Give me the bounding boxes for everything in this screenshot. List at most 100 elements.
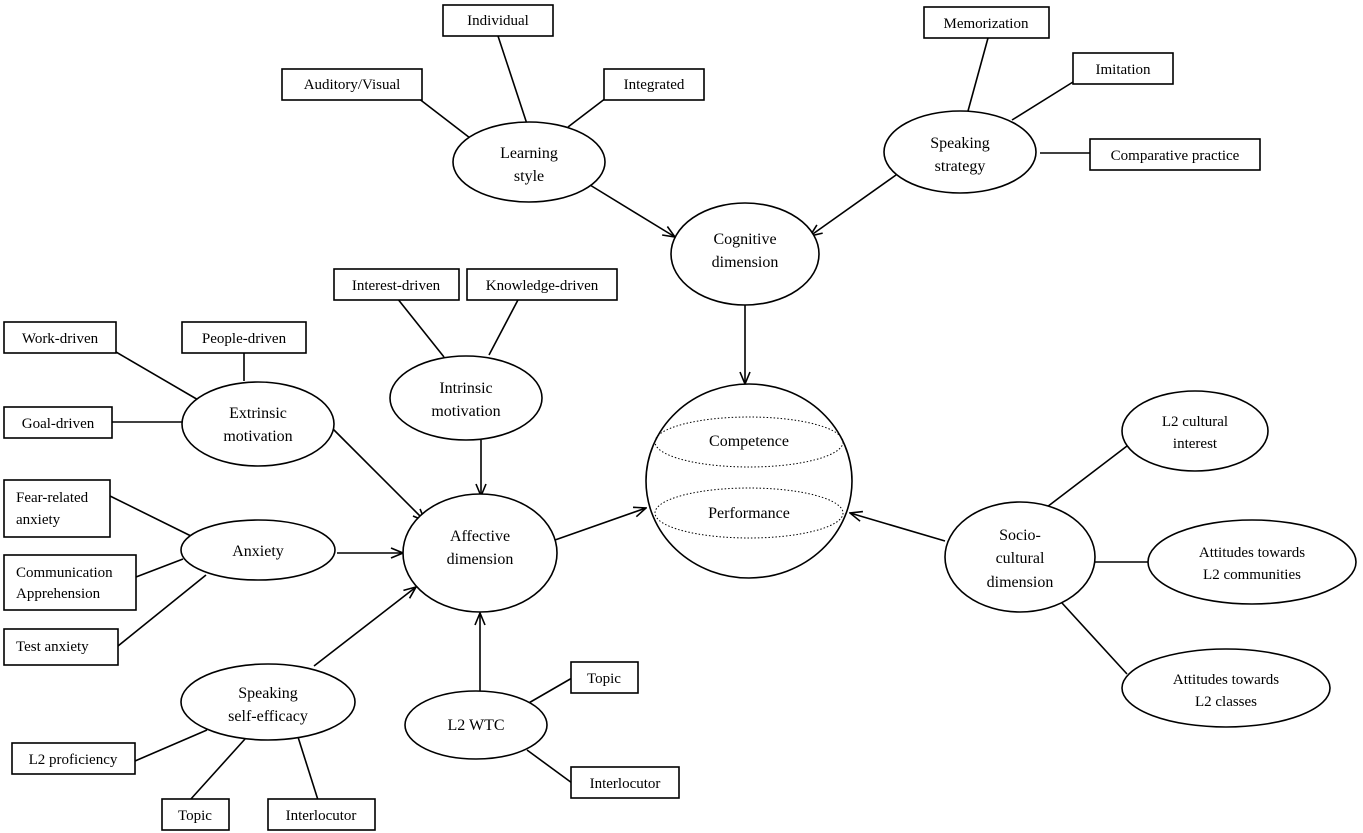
competence-label: Competence	[709, 433, 789, 450]
extrinsic-item-work-driven-label: Work-driven	[22, 331, 99, 347]
competence-band	[654, 416, 844, 468]
sociocultural-group: L2 cultural interest Attitudes towards L…	[944, 390, 1357, 728]
performance-band	[654, 487, 844, 539]
speaking-strategy-item-memorization-label: Memorization	[944, 16, 1029, 32]
anxiety-item-test-anxiety	[3, 628, 119, 666]
extrinsic-item-goal-driven	[3, 406, 113, 439]
sociocultural-dimension-label-line3: dimension	[987, 574, 1054, 591]
edge-communication-anxiety	[135, 558, 184, 578]
anxiety-item-test-anxiety-label: Test anxiety	[16, 639, 89, 655]
speaking-strategy-item-memorization	[923, 6, 1050, 39]
speaking-self-efficacy-label-line1: Speaking	[238, 685, 298, 702]
edge-cultural-interest-sociocultural	[1046, 445, 1128, 508]
arrow-affective-to-core	[554, 508, 646, 541]
wtc-item-topic-label: Topic	[587, 671, 621, 687]
core-sphere-outline	[645, 383, 853, 579]
cultural-interest-node	[1121, 390, 1269, 472]
learning-style-item-auditory-visual	[281, 68, 423, 101]
edge-knowledge-intrinsic	[488, 297, 520, 356]
edge-interlocutor-self-efficacy	[297, 736, 319, 801]
anxiety-label: Anxiety	[232, 543, 284, 560]
edge-test-anxiety	[117, 574, 207, 647]
edge-imitation-speaking-strategy	[1011, 81, 1074, 121]
affective-dimension-node	[402, 493, 558, 613]
l2-wtc-label: L2 WTC	[447, 717, 504, 734]
anxiety-item-fear-related	[3, 479, 111, 538]
edge-interlocutor-wtc	[526, 749, 573, 784]
extrinsic-item-work-driven	[3, 321, 117, 354]
speaking-strategy-group: Memorization Imitation Comparative pract…	[883, 6, 1261, 194]
edge-individual-learning-style	[497, 35, 528, 125]
extrinsic-motivation-label-line1: Extrinsic	[229, 405, 287, 422]
edge-interest-intrinsic	[396, 297, 445, 358]
speaking-strategy-item-imitation	[1072, 52, 1174, 85]
learning-style-item-individual-label: Individual	[467, 13, 529, 29]
learning-style-node	[452, 121, 606, 203]
edge-auditory-learning-style	[417, 97, 471, 139]
speaking-self-efficacy-group: L2 proficiency Topic Interlocutor Speaki…	[11, 663, 376, 831]
self-efficacy-item-topic-label: Topic	[178, 808, 212, 824]
edge-memorization-speaking-strategy	[967, 37, 989, 112]
edge-work-extrinsic	[115, 351, 201, 402]
extrinsic-motivation-group: Work-driven People-driven Goal-driven Ex…	[3, 321, 335, 467]
self-efficacy-item-topic	[161, 798, 230, 831]
speaking-strategy-item-comparative-practice-label: Comparative practice	[1111, 148, 1240, 164]
l2-wtc-node	[404, 690, 548, 760]
intrinsic-item-knowledge-driven-label: Knowledge-driven	[486, 278, 599, 294]
self-efficacy-item-l2-proficiency-label: L2 proficiency	[29, 752, 118, 768]
speaking-strategy-node	[883, 110, 1037, 194]
speaking-self-efficacy-label-line2: self-efficacy	[228, 708, 308, 725]
learning-style-group: Individual Auditory/Visual Integrated Le…	[281, 4, 705, 203]
extrinsic-item-people-driven-label: People-driven	[202, 331, 287, 347]
self-efficacy-item-interlocutor-label: Interlocutor	[286, 808, 357, 824]
intrinsic-motivation-node	[389, 355, 543, 441]
arrows	[313, 174, 946, 696]
learning-style-item-integrated	[603, 68, 705, 101]
anxiety-item-communication-apprehension-line1: Communication	[16, 565, 113, 581]
wtc-item-topic	[570, 661, 639, 694]
extrinsic-item-goal-driven-label: Goal-driven	[22, 416, 95, 432]
self-efficacy-item-l2-proficiency	[11, 742, 136, 775]
speaking-strategy-item-imitation-label: Imitation	[1096, 62, 1151, 78]
intrinsic-motivation-label-line2: motivation	[431, 403, 500, 420]
connector-lines	[109, 35, 1148, 801]
edge-classes-sociocultural	[1061, 602, 1128, 675]
core-sphere: Competence Performance	[645, 383, 853, 579]
attitudes-l2-classes-node	[1121, 648, 1331, 728]
cognitive-dimension-label-line2: dimension	[712, 254, 779, 271]
edge-integrated-learning-style	[567, 97, 607, 128]
edge-fear-anxiety	[109, 495, 194, 538]
speaking-self-efficacy-node	[180, 663, 356, 741]
attitudes-l2-classes-label-line1: Attitudes towards	[1173, 672, 1279, 688]
sociocultural-dimension-label-line1: Socio-	[999, 527, 1041, 544]
speaking-strategy-item-comparative-practice	[1089, 138, 1261, 171]
performance-label: Performance	[708, 505, 790, 522]
intrinsic-motivation-group: Interest-driven Knowledge-driven Intrins…	[333, 268, 618, 441]
wtc-item-interlocutor-label: Interlocutor	[590, 776, 661, 792]
learning-style-item-individual	[442, 4, 554, 37]
cultural-interest-label-line1: L2 cultural	[1162, 414, 1228, 430]
sociocultural-dimension-label-line2: cultural	[996, 550, 1045, 567]
affective-dimension-label-line2: dimension	[447, 551, 514, 568]
attitudes-l2-communities-label-line2: L2 communities	[1203, 567, 1301, 583]
affective-dimension-label-line1: Affective	[450, 528, 510, 545]
l2-wtc-group: Topic Interlocutor L2 WTC	[404, 661, 680, 799]
cognitive-dimension-label-line1: Cognitive	[713, 231, 776, 248]
cultural-interest-label-line2: interest	[1173, 436, 1218, 452]
anxiety-item-fear-related-line1: Fear-related	[16, 490, 89, 506]
cognitive-dimension-group: Cognitive dimension	[670, 202, 820, 306]
intrinsic-item-knowledge-driven	[466, 268, 618, 301]
learning-style-label-line2: style	[514, 168, 544, 185]
sociocultural-dimension-node	[944, 501, 1096, 613]
intrinsic-motivation-label-line1: Intrinsic	[439, 380, 492, 397]
arrow-speaking-strategy-to-cognitive	[810, 174, 897, 236]
edge-topic-self-efficacy	[189, 738, 246, 801]
extrinsic-item-people-driven	[181, 321, 307, 354]
extrinsic-motivation-node	[181, 381, 335, 467]
arrow-learning-style-to-cognitive	[589, 184, 675, 237]
speaking-strategy-label-line1: Speaking	[930, 135, 990, 152]
cognitive-dimension-node	[670, 202, 820, 306]
learning-style-item-auditory-visual-label: Auditory/Visual	[304, 77, 401, 93]
anxiety-item-communication-apprehension	[3, 554, 137, 611]
attitudes-l2-communities-label-line1: Attitudes towards	[1199, 545, 1305, 561]
